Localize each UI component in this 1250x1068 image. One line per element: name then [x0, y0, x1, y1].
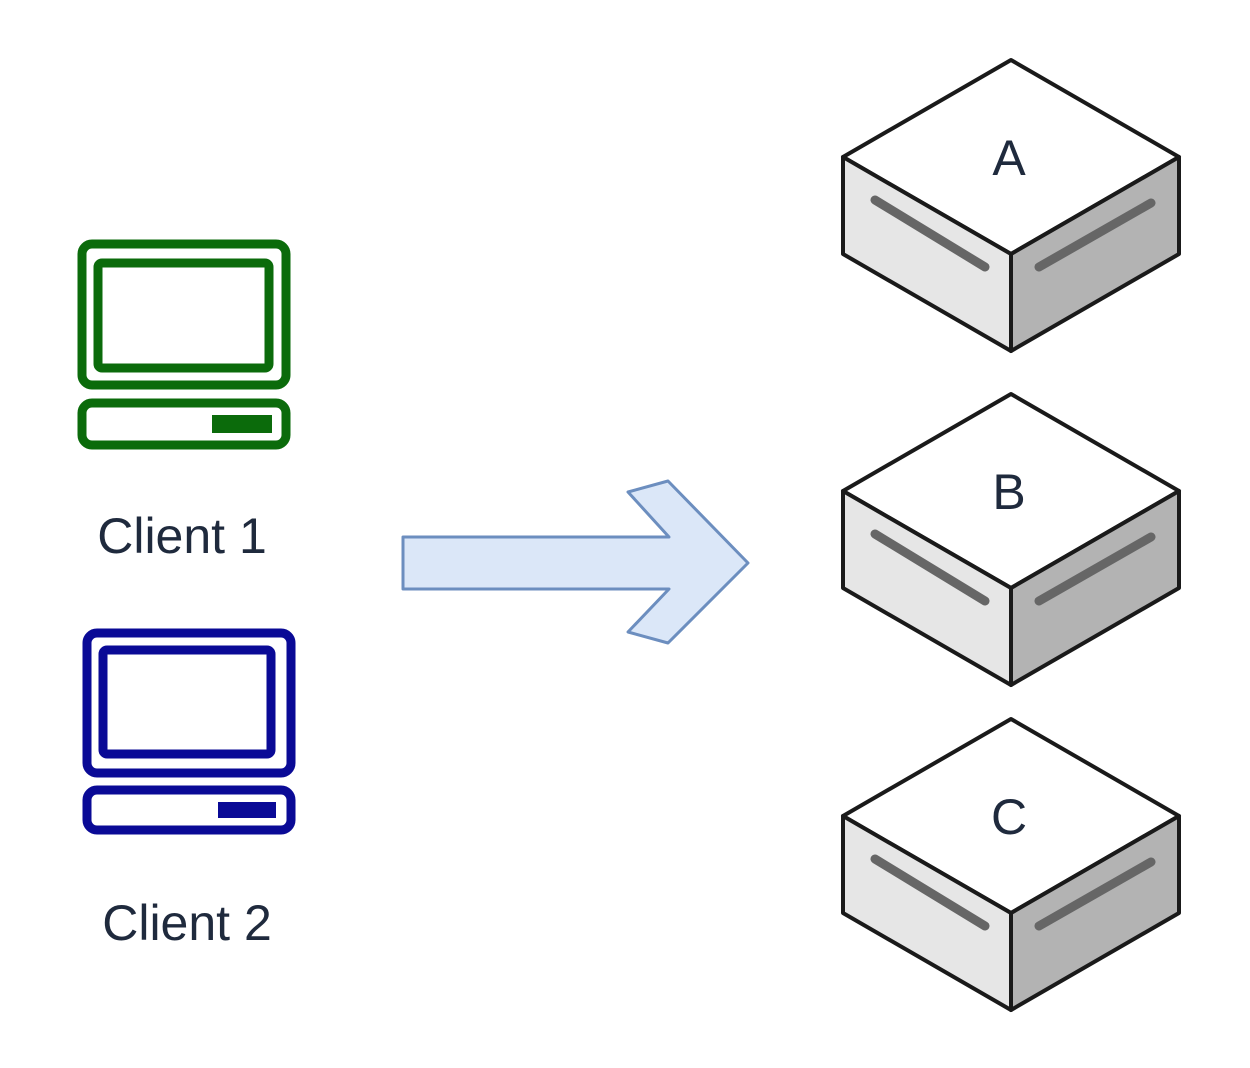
- computer-icon: [82, 628, 296, 835]
- server-c: C: [841, 717, 1181, 1012]
- server-slot-left: [870, 854, 990, 931]
- client-2: Client 2: [82, 628, 296, 951]
- server-slot-right: [1034, 198, 1156, 272]
- server-box-icon: [841, 717, 1181, 1012]
- server-box-icon: [841, 392, 1181, 687]
- server-a-label: A: [992, 130, 1026, 186]
- server-slot-right: [1034, 532, 1156, 606]
- server-slot-left: [870, 195, 990, 272]
- server-slot-right: [1034, 857, 1156, 931]
- server-right-face: [1009, 155, 1181, 353]
- server-a: A: [841, 58, 1181, 353]
- right-arrow-icon: [401, 479, 750, 645]
- server-box-icon: [841, 58, 1181, 353]
- server-c-label: C: [991, 789, 1027, 845]
- client-2-label: Client 2: [102, 895, 272, 951]
- server-right-face: [1009, 814, 1181, 1012]
- client-1: Client 1: [77, 239, 291, 564]
- computer-icon: [77, 239, 291, 450]
- server-right-face: [1009, 489, 1181, 687]
- server-slot-left: [870, 529, 990, 606]
- client-1-label: Client 1: [97, 508, 267, 564]
- server-b-label: B: [992, 464, 1025, 520]
- server-b: B: [841, 392, 1181, 687]
